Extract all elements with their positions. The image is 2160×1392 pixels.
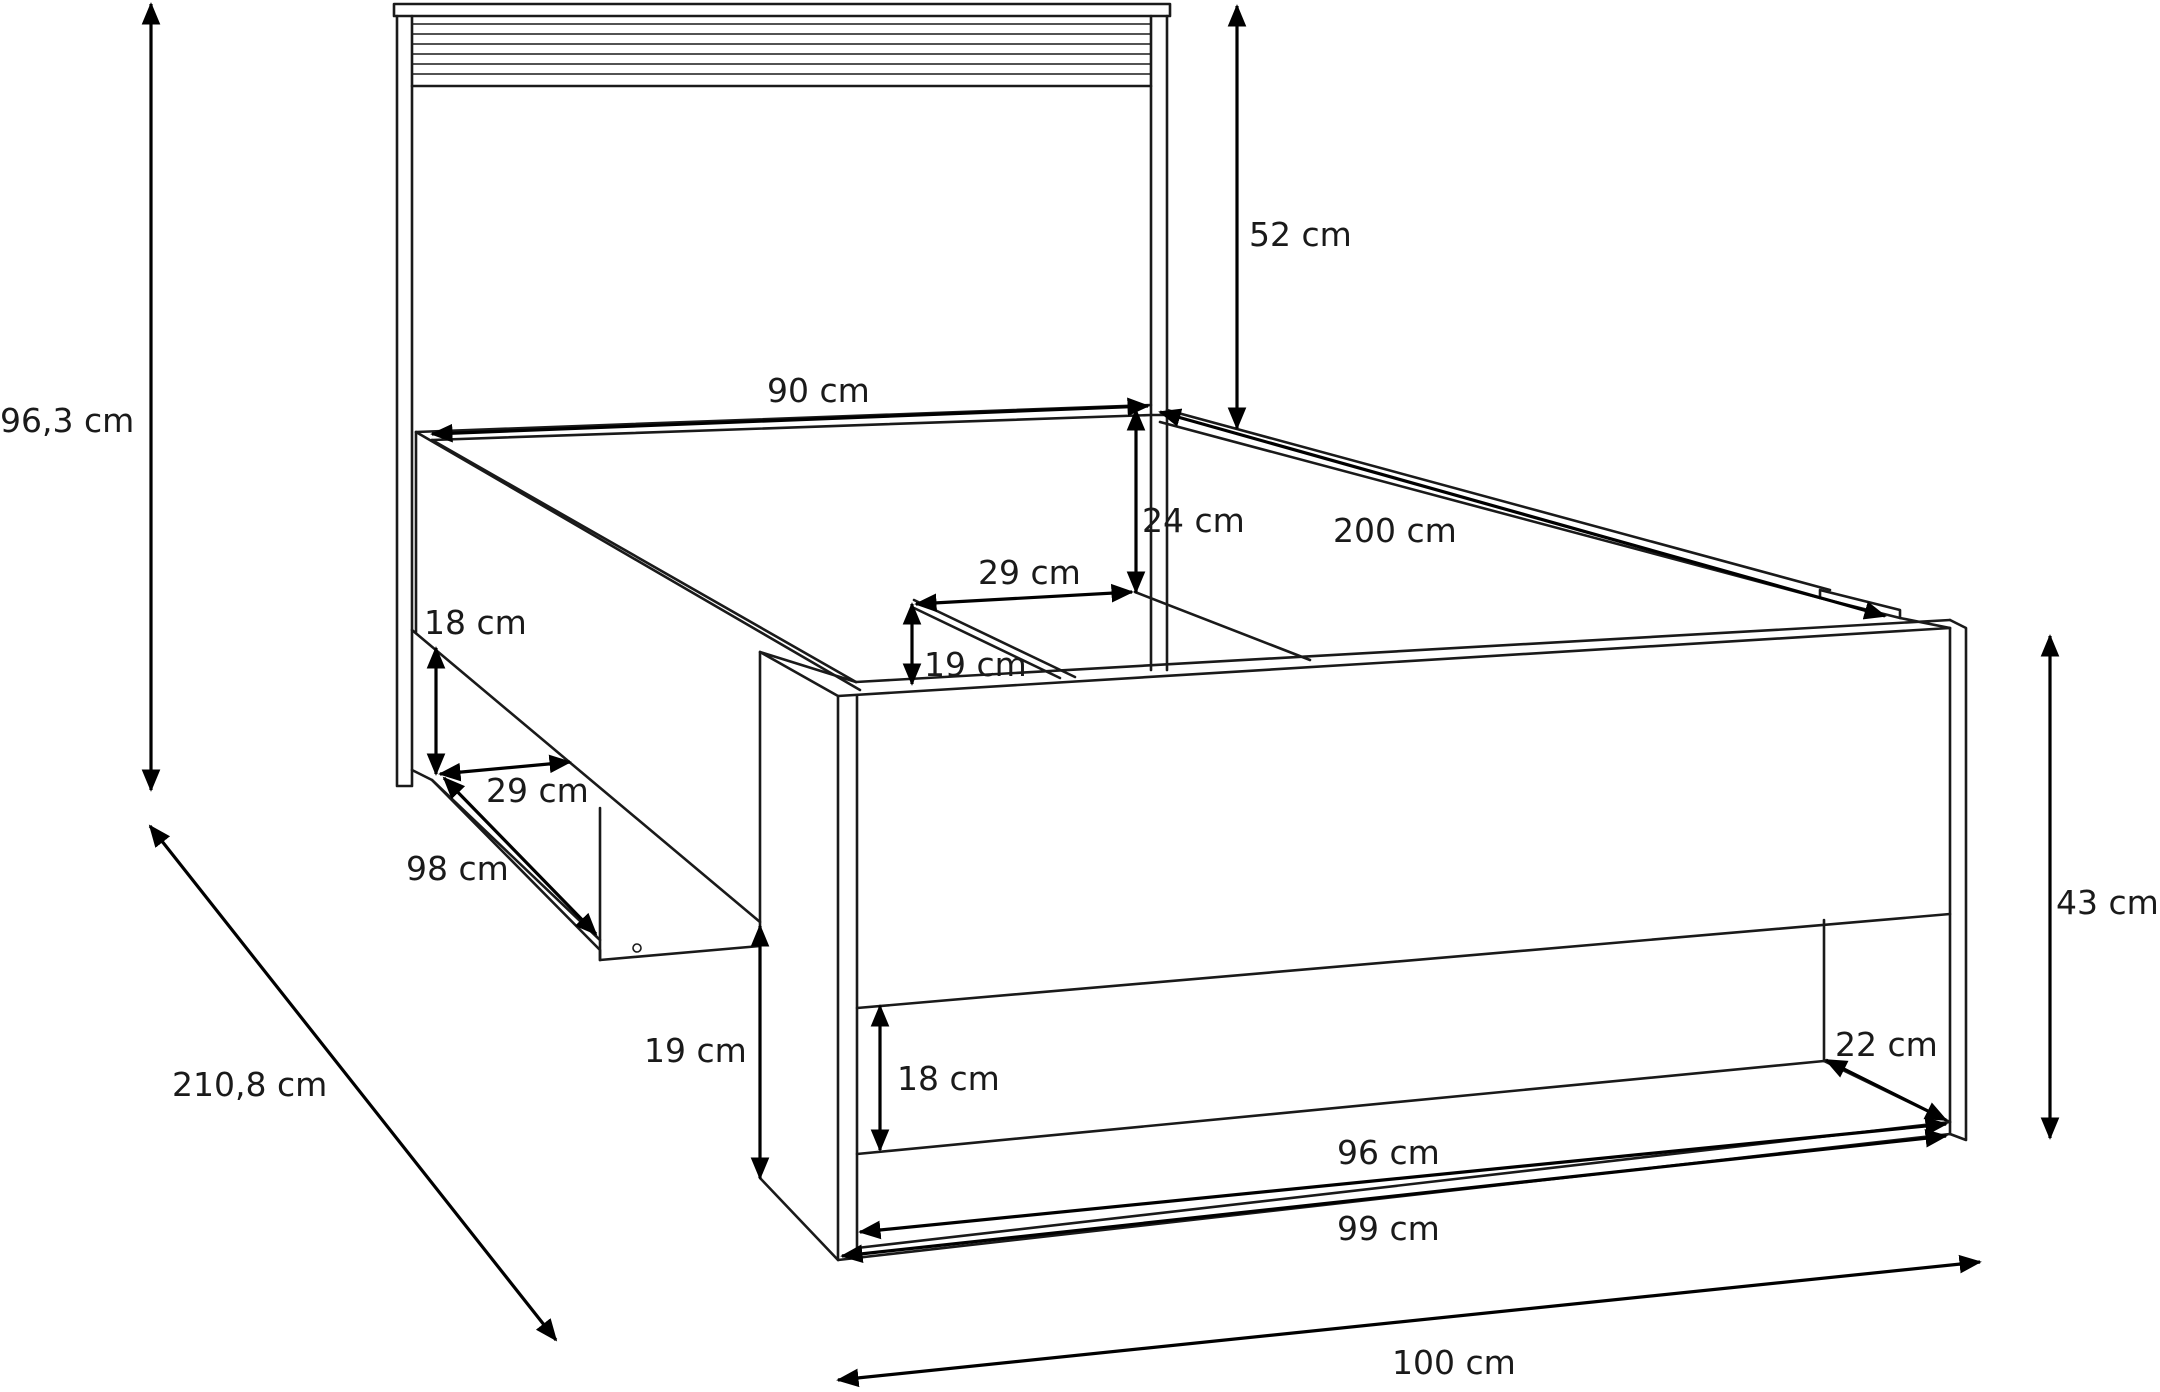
dim-arrow-mattress-length: [1158, 408, 1887, 620]
label-drawer-width-side: 29 cm: [486, 771, 589, 810]
front-drawer: [855, 918, 1952, 1156]
label-footboard-height: 43 cm: [2056, 883, 2159, 922]
label-inner-opening-height: 19 cm: [924, 645, 1027, 684]
label-inner-opening-width: 29 cm: [978, 553, 1081, 592]
label-drawer-depth: 22 cm: [1835, 1025, 1938, 1064]
dimension-lines: [141, 2, 2060, 1388]
label-mattress-length: 200 cm: [1333, 511, 1457, 550]
label-mattress-width: 90 cm: [767, 371, 870, 410]
label-frame-depth: 24 cm: [1142, 501, 1245, 540]
label-front-width: 99 cm: [1337, 1209, 1440, 1248]
dim-arrow-front-width: [840, 1128, 1948, 1264]
dimension-labels: 96,3 cm 52 cm 90 cm 24 cm 200 cm 29 cm 1…: [0, 215, 2159, 1382]
label-drawer-height: 18 cm: [424, 603, 527, 642]
dim-arrow-total-width: [836, 1254, 1982, 1388]
label-drawer-width-front: 96 cm: [1337, 1133, 1440, 1172]
label-total-height: 96,3 cm: [0, 401, 134, 440]
label-drawer-length-side: 98 cm: [406, 849, 509, 888]
headboard: [392, 2, 1172, 788]
dim-arrow-total-length: [148, 824, 558, 1342]
label-headboard-height: 52 cm: [1249, 215, 1352, 254]
label-drawer-height-front: 18 cm: [897, 1059, 1000, 1098]
drawer-knob-icon: [632, 943, 642, 953]
label-total-width: 100 cm: [1392, 1343, 1516, 1382]
dim-arrow-drawer-width-side: [438, 754, 572, 782]
label-foot-clearance: 19 cm: [644, 1031, 747, 1070]
label-total-length: 210,8 cm: [172, 1065, 327, 1104]
dim-arrow-inner-opening-width: [914, 583, 1134, 613]
frame-rails: [410, 403, 1832, 924]
bed-outline: [392, 2, 1968, 1262]
dim-arrow-drawer-depth: [1824, 1058, 1948, 1122]
dim-arrow-mattress-width: [430, 397, 1150, 443]
